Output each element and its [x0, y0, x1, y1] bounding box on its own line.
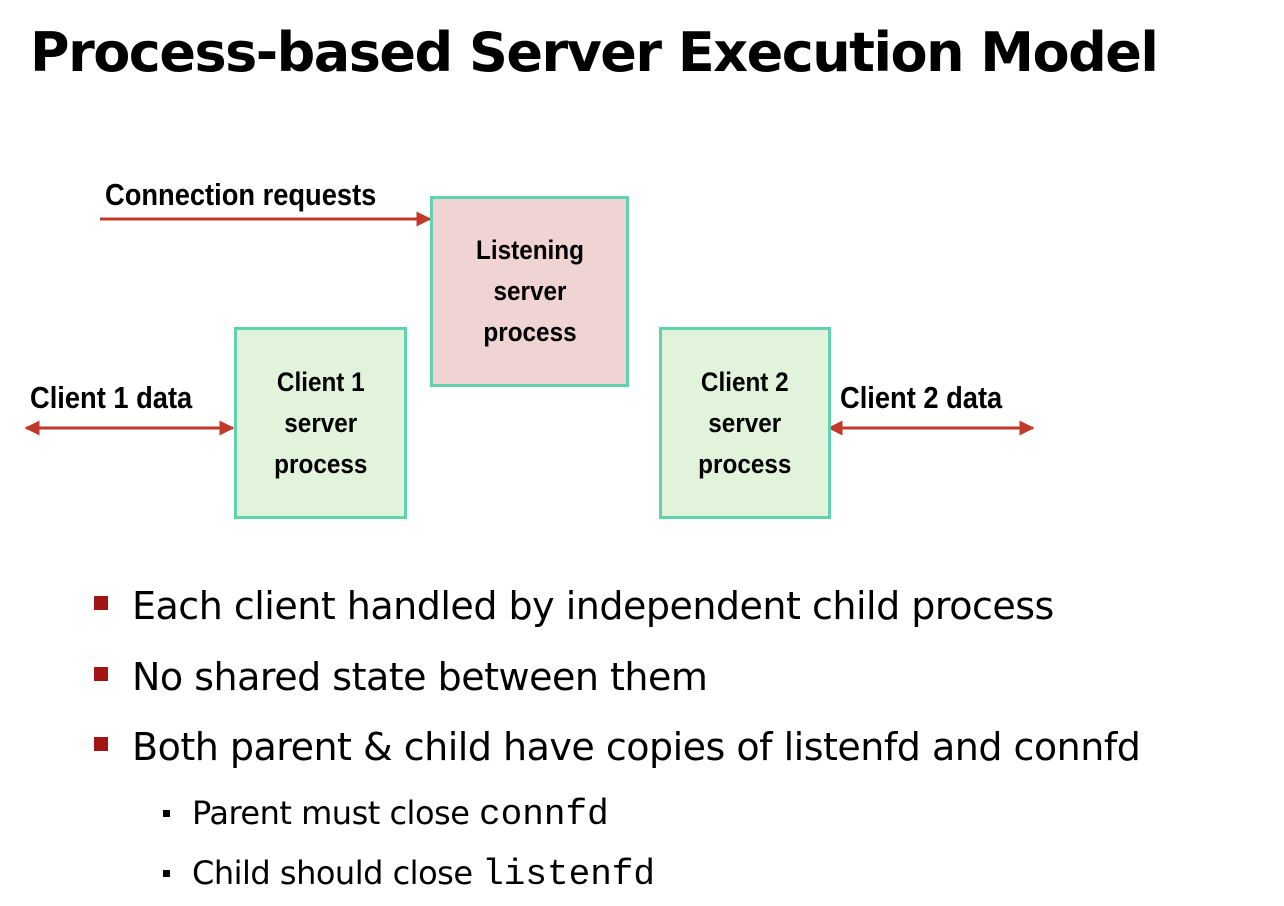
bullet-text: No shared state between them	[132, 655, 708, 699]
connection-requests-label: Connection requests	[105, 177, 377, 212]
slide-title: Process-based Server Execution Model	[30, 21, 1159, 84]
sub-bullet-marker	[163, 870, 170, 877]
client1-server-process-label: Client 1 server process	[273, 366, 368, 479]
client1-data-label: Client 1 data	[30, 380, 193, 415]
client1-server-process-node: Client 1 server process	[234, 327, 407, 519]
listening-server-process-label: Listening server process	[475, 235, 584, 347]
sub-bullet-code: listenfd	[482, 854, 655, 895]
client2-server-process-node: Client 2 server process	[659, 327, 831, 519]
sub-bullet-marker	[163, 810, 170, 817]
sub-bullet-item: Parent must close connfd	[163, 793, 609, 835]
bullet-item: Both parent & child have copies of liste…	[94, 723, 1141, 771]
client2-data-label: Client 2 data	[840, 380, 1003, 415]
sub-bullet-code: connfd	[479, 794, 609, 835]
sub-bullet-text: Parent must close	[192, 794, 480, 832]
sub-bullet-text: Child should close	[192, 854, 483, 892]
bullet-marker	[94, 596, 108, 610]
sub-bullet-item: Child should close listenfd	[163, 853, 655, 895]
bullet-marker	[94, 737, 108, 751]
bullet-marker	[94, 667, 108, 681]
listening-server-process-node: Listening server process	[430, 196, 629, 387]
bullet-text: Both parent & child have copies of liste…	[132, 725, 1141, 769]
bullet-item: No shared state between them	[94, 653, 708, 701]
bullet-item: Each client handled by independent child…	[94, 582, 1054, 630]
client2-server-process-label: Client 2 server process	[698, 366, 792, 479]
bullet-text: Each client handled by independent child…	[132, 584, 1054, 628]
